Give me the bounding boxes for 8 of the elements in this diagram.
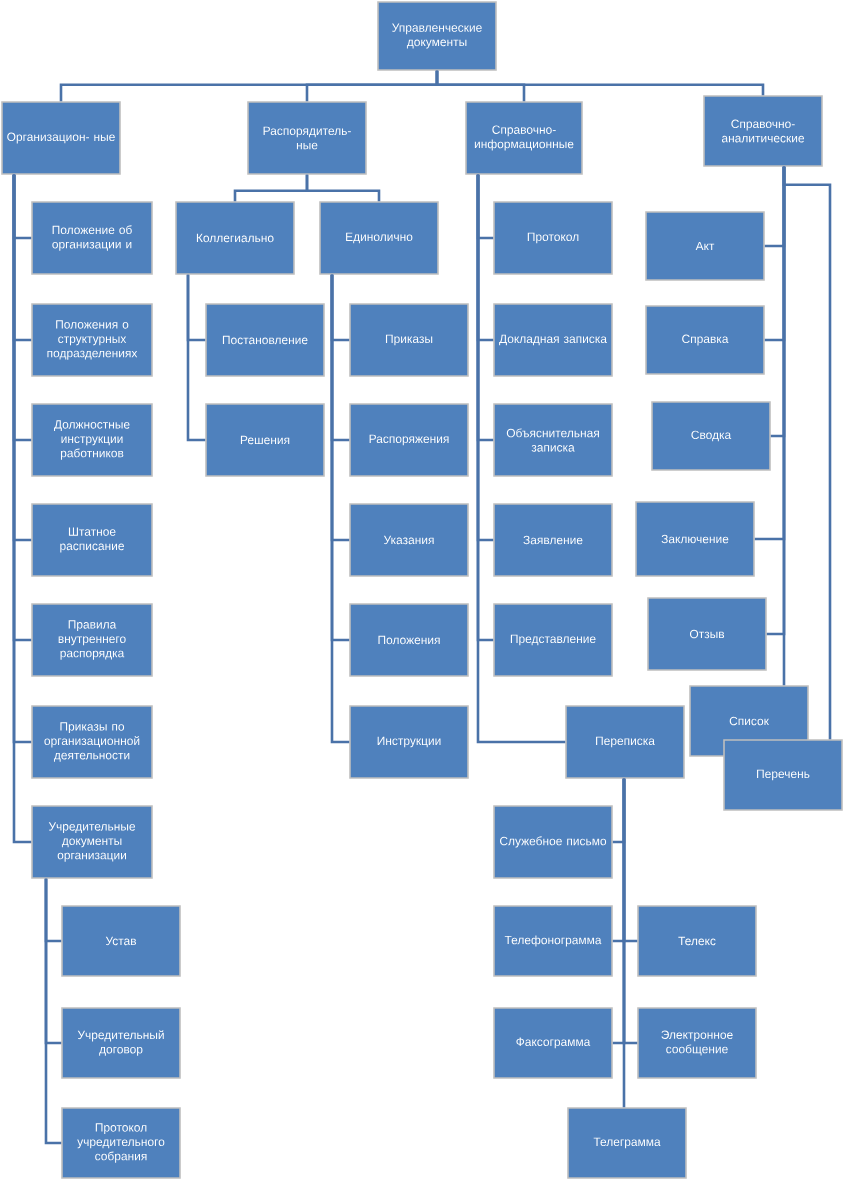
connector-line xyxy=(330,274,350,744)
connector-line xyxy=(622,778,626,1108)
connector-line xyxy=(476,174,566,744)
connector-line xyxy=(186,274,206,442)
connector-line xyxy=(435,70,765,96)
connector-line xyxy=(782,166,832,740)
connector-line xyxy=(44,878,62,1145)
connector-line xyxy=(305,174,381,202)
